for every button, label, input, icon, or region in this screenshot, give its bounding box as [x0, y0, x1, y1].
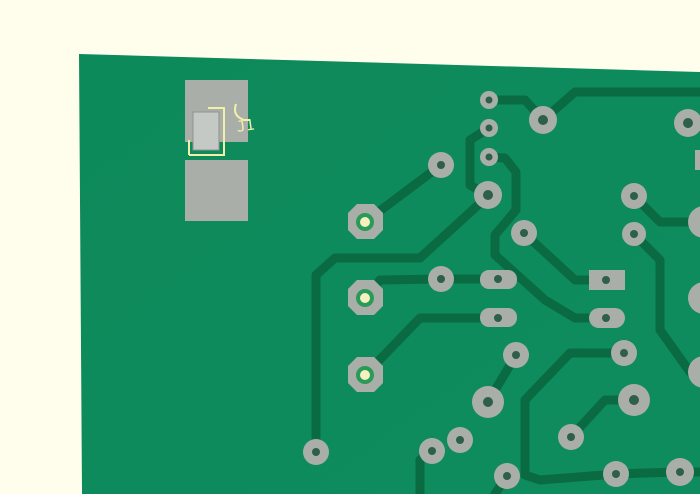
- round-pad: [494, 463, 520, 489]
- round-pad: [688, 282, 700, 314]
- round-pad: [428, 152, 454, 178]
- round-pad: [611, 340, 637, 366]
- round-pad: [511, 220, 537, 246]
- round-pad: [688, 356, 700, 388]
- via-pad: [480, 91, 498, 109]
- round-pad: [472, 386, 504, 418]
- silkscreen-mark: [234, 103, 250, 121]
- smd-pad: [185, 160, 248, 221]
- round-pad: [603, 461, 629, 487]
- trace: [360, 313, 503, 380]
- round-pad: [303, 439, 329, 465]
- round-pad: [428, 266, 454, 292]
- through-hole-pads: [303, 91, 700, 489]
- connector-reference-label: J1: [235, 115, 255, 135]
- trace: [484, 152, 611, 323]
- round-pad: [474, 181, 502, 209]
- connector-body: [192, 111, 220, 151]
- round-pad: [688, 206, 700, 238]
- large-pad: [348, 280, 383, 315]
- large-pad: [348, 357, 383, 392]
- round-pad: [503, 342, 529, 368]
- round-pad: [618, 384, 650, 416]
- trace: [311, 191, 493, 457]
- via-pad: [480, 148, 498, 166]
- round-pad: [558, 424, 584, 450]
- round-pad: [674, 109, 700, 137]
- large-pad: [348, 204, 383, 239]
- round-pad: [666, 458, 694, 486]
- round-pad: [529, 106, 557, 134]
- square-pad: [695, 150, 700, 170]
- connector-j1[interactable]: J1: [185, 80, 256, 221]
- round-pad: [447, 427, 473, 453]
- connector-outline: [188, 107, 225, 156]
- round-pad: [419, 438, 445, 464]
- round-pad: [621, 183, 647, 209]
- round-pad: [622, 222, 646, 246]
- via-pad: [480, 119, 498, 137]
